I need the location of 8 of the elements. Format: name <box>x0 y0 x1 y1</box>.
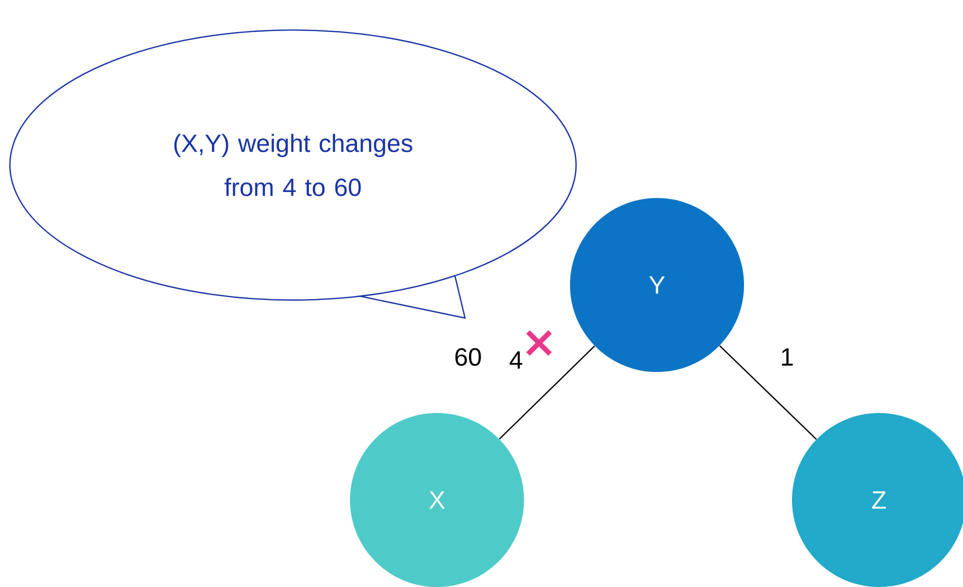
speech-bubble: (X,Y) weight changes from 4 to 60 <box>9 29 577 319</box>
connector-line <box>719 345 817 440</box>
struck-label: 4 <box>510 330 552 369</box>
circle-node: X <box>350 413 524 587</box>
edge-label: 60 <box>455 348 481 366</box>
connector-line <box>498 345 596 440</box>
circle-node: Y <box>570 198 744 372</box>
edge-label: 1 <box>782 348 793 366</box>
